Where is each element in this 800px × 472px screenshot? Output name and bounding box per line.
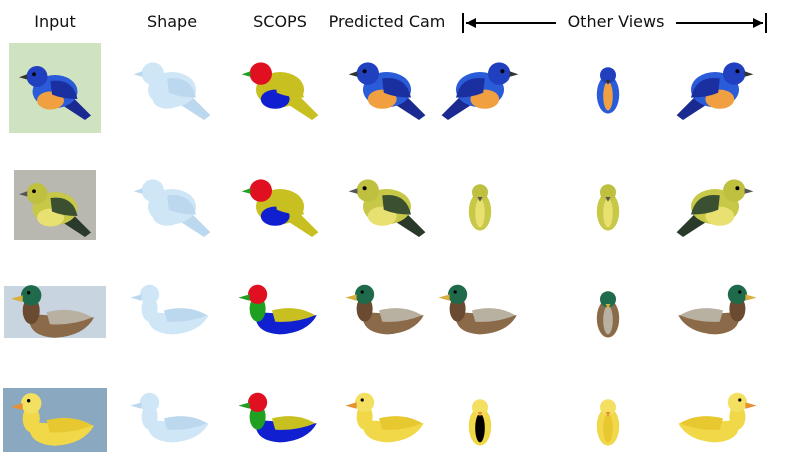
predicted-cam-render <box>345 284 424 335</box>
predicted-shape <box>130 392 209 443</box>
other-view-3 <box>678 392 757 443</box>
other-view-3 <box>676 179 754 237</box>
predicted-cam-render <box>348 62 426 120</box>
predicted-shape <box>130 284 209 335</box>
other-view-1 <box>441 62 519 120</box>
other-view-3 <box>676 62 754 120</box>
header-input: Input <box>34 12 76 31</box>
header-other-views: Other Views <box>567 12 665 31</box>
other-view-1 <box>438 284 517 335</box>
predicted-shape <box>133 62 211 120</box>
header-predicted-cam: Predicted Cam <box>328 12 446 31</box>
input-subject <box>19 66 91 120</box>
header-scops: SCOPS <box>253 12 307 31</box>
scops-segmentation <box>241 179 319 237</box>
predicted-shape <box>133 179 211 237</box>
scops-segmentation <box>238 284 317 335</box>
header-shape: Shape <box>146 12 198 31</box>
other-view-1 <box>468 399 492 446</box>
other-view-2 <box>596 67 620 114</box>
other-view-1 <box>468 184 492 231</box>
predicted-cam-render <box>348 179 426 237</box>
other-view-2 <box>596 291 620 338</box>
scops-segmentation <box>241 62 319 120</box>
input-subject <box>10 285 95 338</box>
input-subject <box>10 393 95 446</box>
predicted-cam-render <box>345 392 424 443</box>
other-view-3 <box>678 284 757 335</box>
scops-segmentation <box>238 392 317 443</box>
other-view-2 <box>596 184 620 231</box>
input-subject <box>19 183 91 237</box>
other-view-2 <box>596 399 620 446</box>
